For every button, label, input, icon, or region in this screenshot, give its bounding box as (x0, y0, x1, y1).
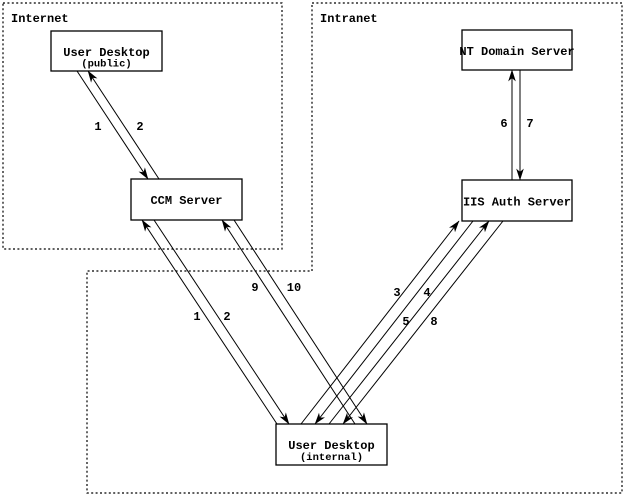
edge-iis-to-internal-desktop-step4 (314, 220, 474, 425)
user-desktop-internal-subtitle: (internal) (300, 452, 363, 464)
edge-label-nt-iis-response: 7 (526, 117, 533, 131)
internet-zone-label: Internet (11, 12, 69, 26)
edge-label-internal-ccm-response: 2 (223, 310, 230, 324)
intranet-zone-label: Intranet (320, 12, 378, 26)
iis-auth-server-title: IIS Auth Server (463, 196, 571, 210)
edge-label-internal-iis-request-3: 3 (393, 286, 400, 300)
edge-internal-desktop-to-ccm-step9 (221, 219, 356, 425)
edge-ccm-to-internal-desktop-step10 (233, 219, 368, 425)
edge-public-desktop-to-ccm (76, 70, 149, 180)
ccm-server-box (130, 178, 243, 221)
edge-label-internal-ccm-request: 1 (193, 310, 200, 324)
nt-domain-server-box (461, 29, 573, 71)
edge-label-ccm-internal-response-10: 10 (287, 281, 301, 295)
edge-label-internal-ccm-request-9: 9 (251, 281, 258, 295)
node-nt-domain-server: NT Domain Server (459, 29, 575, 71)
edge-internal-desktop-to-iis-step3 (300, 220, 460, 425)
user-desktop-public-box (50, 30, 163, 72)
user-desktop-internal-title: User Desktop (288, 439, 374, 453)
edge-label-iis-internal-response-4: 4 (423, 286, 430, 300)
node-iis-auth-server: IIS Auth Server (461, 179, 573, 222)
nt-domain-server-title: NT Domain Server (459, 45, 574, 59)
user-desktop-public-title: User Desktop (63, 46, 149, 60)
internet-zone-outline (2, 2, 283, 250)
edge-label-internal-iis-request-5: 5 (402, 315, 409, 329)
ccm-server-title: CCM Server (150, 194, 222, 208)
edge-internal-desktop-to-iis-step5 (328, 220, 490, 425)
edge-label-iis-internal-response-8: 8 (430, 315, 437, 329)
node-user-desktop-public: User Desktop (public) (50, 30, 163, 72)
intranet-zone-outline (86, 2, 623, 494)
edge-label-iis-nt-request: 6 (500, 117, 507, 131)
edge-ccm-to-public-desktop (87, 70, 160, 180)
node-user-desktop-internal: User Desktop (internal) (275, 423, 388, 466)
edge-label-public-response: 2 (136, 120, 143, 134)
edge-internal-desktop-to-ccm-step1 (141, 219, 278, 425)
iis-auth-server-box (461, 179, 573, 222)
edge-iis-to-internal-desktop-step8 (342, 220, 504, 425)
node-ccm-server: CCM Server (130, 178, 243, 221)
edge-label-public-request: 1 (94, 120, 101, 134)
user-desktop-internal-box (275, 423, 388, 466)
edge-ccm-to-internal-desktop-step2 (153, 219, 290, 425)
user-desktop-public-subtitle: (public) (81, 59, 131, 71)
